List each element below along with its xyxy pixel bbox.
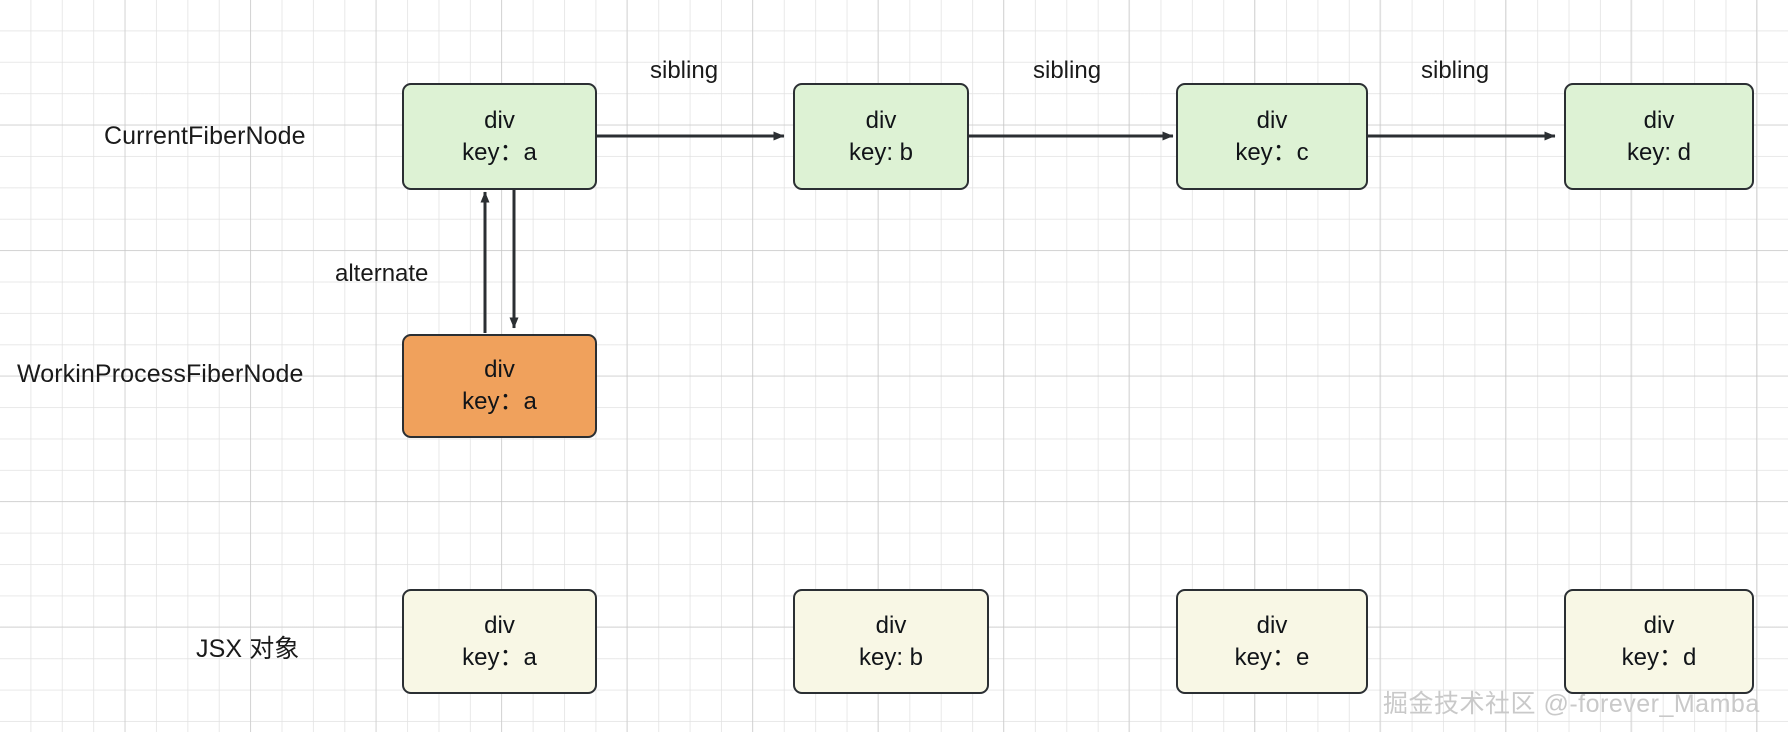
current-fiber-node-b[interactable]: div key: b — [793, 83, 969, 190]
node-tag: div — [484, 356, 515, 384]
jsx-node-a[interactable]: div key：a — [402, 589, 597, 694]
jsx-node-b[interactable]: div key: b — [793, 589, 989, 694]
current-fiber-node-d[interactable]: div key: d — [1564, 83, 1754, 190]
node-tag: div — [1643, 106, 1675, 134]
node-tag: div — [865, 106, 897, 134]
node-key: key：e — [1234, 643, 1310, 671]
node-tag: div — [484, 611, 515, 639]
current-fiber-node-c[interactable]: div key：c — [1176, 83, 1368, 190]
row-label-jsx-object: JSX 对象 — [196, 635, 300, 663]
node-key: key：a — [462, 643, 537, 671]
sibling-label-c-d: sibling — [1421, 57, 1490, 84]
node-tag: div — [875, 611, 907, 639]
node-key: key：c — [1235, 138, 1309, 166]
alternate-label: alternate — [335, 260, 429, 287]
node-tag: div — [1643, 611, 1675, 639]
jsx-node-e[interactable]: div key：e — [1176, 589, 1368, 694]
row-label-workin-process-fiber-node: WorkinProcessFiberNode — [17, 360, 304, 388]
node-tag: div — [1256, 106, 1288, 134]
node-tag: div — [484, 106, 515, 134]
sibling-label-a-b: sibling — [650, 57, 719, 84]
node-key: key: b — [848, 138, 914, 166]
node-key: key: b — [858, 643, 924, 671]
jsx-node-d[interactable]: div key：d — [1564, 589, 1754, 694]
watermark-text: 掘金技术社区 @-forever_Mamba — [1383, 690, 1760, 718]
row-label-current-fiber-node: CurrentFiberNode — [104, 122, 306, 150]
node-tag: div — [1256, 611, 1288, 639]
wip-fiber-node-a[interactable]: div key：a — [402, 334, 597, 438]
node-key: key: d — [1626, 138, 1692, 166]
node-key: key：a — [462, 138, 537, 166]
node-key: key：d — [1621, 643, 1697, 671]
sibling-label-b-c: sibling — [1033, 57, 1102, 84]
current-fiber-node-a[interactable]: div key：a — [402, 83, 597, 190]
node-key: key：a — [462, 388, 537, 415]
